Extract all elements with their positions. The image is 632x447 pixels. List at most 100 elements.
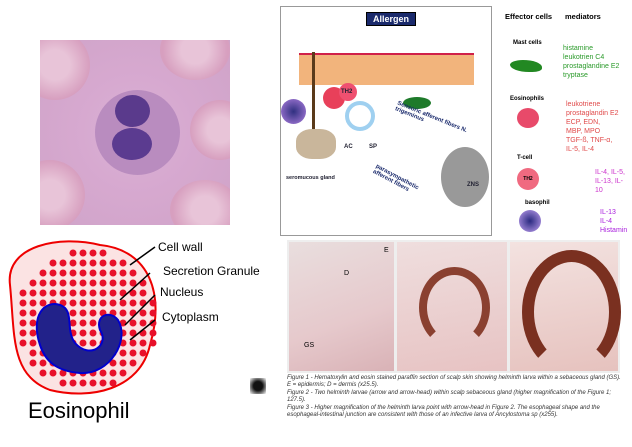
parasympathetic-label: parasympathetic afferent fibers — [371, 163, 420, 193]
granule — [79, 279, 87, 287]
granule — [109, 299, 117, 307]
granule — [109, 269, 117, 277]
granule — [29, 349, 37, 357]
cell-name: Eosinophils — [510, 96, 545, 102]
caption-3: Figure 3 - Higher magnification of the h… — [287, 405, 600, 418]
granule — [109, 259, 117, 267]
granule — [79, 379, 87, 387]
th2-cell — [339, 83, 357, 101]
granule — [19, 319, 27, 327]
granule — [139, 339, 147, 347]
granule — [59, 269, 67, 277]
granule — [149, 339, 157, 347]
t-cell-icon: TH2 — [517, 168, 539, 190]
mediator: IL-4 — [600, 218, 613, 225]
caption-2: Figure 2 - Two helminth larvae (arrow an… — [287, 390, 612, 403]
granule — [39, 269, 47, 277]
granule — [99, 269, 107, 277]
gland-duct — [312, 52, 315, 152]
sensoric-label: Sensoric afferent fibers N. trigeminus — [394, 100, 468, 135]
granule — [149, 319, 157, 327]
header-mediators: mediators — [565, 12, 601, 21]
th2-label: TH2 — [341, 89, 353, 95]
granule — [119, 369, 127, 377]
granule — [89, 339, 97, 347]
ac-label: AC — [344, 144, 353, 150]
granule — [109, 359, 117, 367]
granule — [79, 249, 87, 257]
granule — [69, 319, 77, 327]
granule — [89, 259, 97, 267]
granule — [89, 249, 97, 257]
granule — [29, 359, 37, 367]
mediator: ECP, EDN, — [566, 119, 601, 126]
granule — [129, 279, 137, 287]
granule — [129, 329, 137, 337]
figure-1: D GS E — [289, 242, 394, 371]
mediator: IL-4, IL-5, — [595, 169, 625, 176]
granule — [99, 379, 107, 387]
granule — [149, 299, 157, 307]
granule — [39, 359, 47, 367]
granule — [49, 259, 57, 267]
mediator: leukotriene — [566, 101, 601, 108]
zns-shape — [441, 147, 489, 207]
granule — [129, 289, 137, 297]
gland-label: seromucous gland — [286, 175, 335, 181]
granule — [29, 309, 37, 317]
granule — [109, 289, 117, 297]
granule — [69, 379, 77, 387]
granule — [149, 329, 157, 337]
label-gs: GS — [304, 342, 315, 349]
granule — [89, 329, 97, 337]
granule — [99, 279, 107, 287]
granule — [119, 359, 127, 367]
caption-1: Figure 1 - Hematoxylin and eosin stained… — [287, 375, 621, 388]
larva — [419, 267, 490, 348]
granule — [49, 269, 57, 277]
mediator: Histamin — [600, 227, 628, 234]
sp-label: SP — [369, 144, 378, 150]
granule — [119, 299, 127, 307]
label-d: D — [344, 270, 350, 277]
granule — [69, 269, 77, 277]
granule — [119, 309, 127, 317]
granule — [99, 289, 107, 297]
granule — [59, 279, 67, 287]
granule — [79, 299, 87, 307]
granule — [59, 259, 67, 267]
header-cells: Effector cells — [505, 12, 553, 21]
granule — [89, 279, 97, 287]
eosinophil-icon — [517, 108, 539, 128]
cell-name: basophil — [525, 200, 550, 206]
granule — [79, 269, 87, 277]
mediator: IL-13 — [600, 209, 616, 216]
granule — [29, 339, 37, 347]
granule — [99, 369, 107, 377]
granule — [29, 319, 37, 327]
mediator: tryptase — [563, 72, 588, 79]
figure-3 — [510, 242, 621, 374]
granule — [19, 289, 27, 297]
granule — [69, 259, 77, 267]
nucleus — [35, 303, 123, 375]
granule — [79, 319, 87, 327]
granule — [139, 349, 147, 357]
granule — [129, 269, 137, 277]
granule — [109, 279, 117, 287]
granule — [69, 309, 77, 317]
granule — [119, 269, 127, 277]
basophil-icon — [519, 210, 541, 232]
granule — [139, 289, 147, 297]
granule — [29, 279, 37, 287]
mediator: IL-5, IL-4 — [566, 146, 595, 153]
granule — [79, 309, 87, 317]
label-nucleus: Nucleus — [160, 285, 204, 299]
mast-cell-shape — [403, 97, 431, 109]
granule — [19, 309, 27, 317]
basophil-shape — [281, 99, 306, 124]
figure-caption: Figure 1 - Hematoxylin and eosin stained… — [287, 375, 622, 420]
granule — [99, 299, 107, 307]
granule — [129, 349, 137, 357]
mediator: MBP, MPO — [566, 128, 601, 135]
